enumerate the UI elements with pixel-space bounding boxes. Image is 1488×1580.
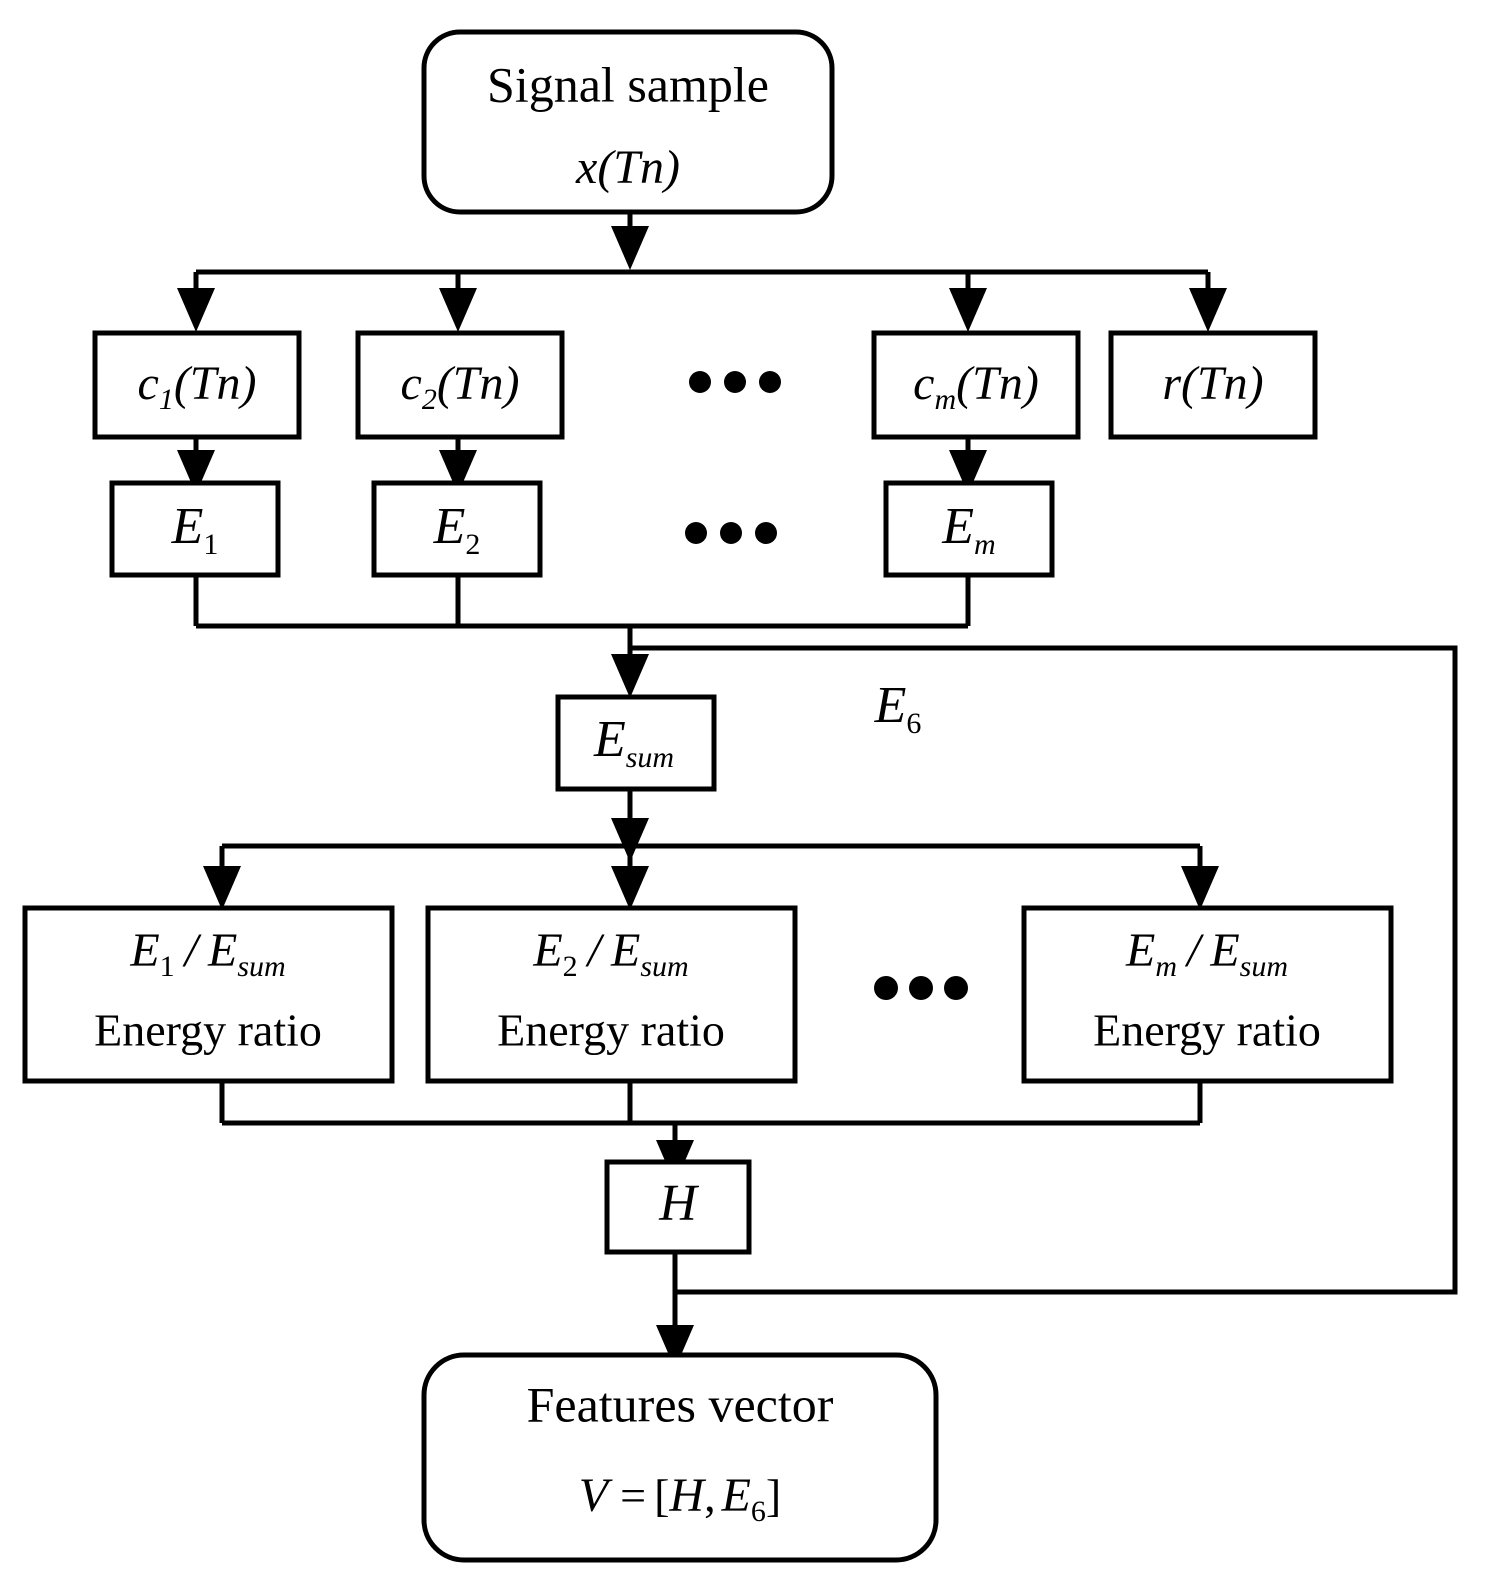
connector-e6-path — [630, 645, 1458, 1295]
ratio1-slash: / — [182, 924, 202, 977]
e6-sub: 6 — [906, 707, 921, 740]
ellipsis-row-ratio — [874, 976, 968, 1000]
node-ratio-2[interactable]: E2/Esum Energy ratio — [425, 905, 798, 1084]
cm-arg: (Tn) — [956, 357, 1039, 410]
svg-text:E2/Esum: E2/Esum — [532, 924, 688, 983]
e1-sub: 1 — [203, 528, 218, 561]
fv-e: E — [721, 1469, 751, 1522]
connector-esum-to-bus — [611, 789, 649, 862]
esum-sub: sum — [626, 741, 674, 774]
ratiom-label: Energy ratio — [1093, 1005, 1321, 1056]
fv-eq: = — [620, 1470, 646, 1521]
em-sub: m — [974, 528, 996, 561]
node-signal-sample[interactable]: Signal sample x(Tn) — [421, 29, 835, 215]
svg-text:Em: Em — [941, 498, 995, 561]
cm-sub: m — [934, 383, 956, 416]
features-vector-line1: Features vector — [527, 1376, 834, 1432]
svg-text:E2: E2 — [433, 498, 481, 561]
ratiom-slash: / — [1184, 924, 1204, 977]
node-features-vector[interactable]: Features vector V=[H,E6] — [421, 1352, 939, 1563]
connector-ratio-merge-bus — [219, 1081, 1203, 1184]
svg-text:c2(Tn): c2(Tn) — [401, 357, 520, 416]
c2-arg: (Tn) — [437, 357, 520, 410]
connector-bus-top — [177, 269, 1227, 332]
node-e1[interactable]: E1 — [109, 480, 281, 578]
ratiom-num-sub: m — [1155, 950, 1177, 983]
ratio2-num-base: E — [532, 924, 562, 977]
signal-sample-line1: Signal sample — [487, 56, 769, 112]
ratio1-label: Energy ratio — [94, 1005, 322, 1056]
ratiom-den-base: E — [1209, 924, 1239, 977]
fv-bracket-close: ] — [766, 1470, 781, 1521]
e6-base: E — [874, 677, 907, 734]
node-h[interactable]: H — [604, 1159, 752, 1255]
fv-e-sub: 6 — [751, 1495, 766, 1528]
fv-comma: , — [704, 1470, 716, 1521]
connector-e-merge-bus — [193, 575, 971, 698]
esum-base: E — [593, 711, 626, 768]
node-esum[interactable]: Esum — [555, 694, 717, 792]
svg-text:c1(Tn): c1(Tn) — [138, 357, 257, 416]
node-ratio-1[interactable]: E1/Esum Energy ratio — [22, 905, 395, 1084]
signal-sample-var: x — [575, 141, 597, 194]
svg-text:x(Tn): x(Tn) — [575, 141, 680, 194]
svg-text:E1: E1 — [171, 498, 219, 561]
fv-v: V — [579, 1469, 613, 1522]
c2-base: c — [401, 357, 422, 410]
ratiom-num-base: E — [1125, 924, 1155, 977]
e1-base: E — [171, 498, 204, 555]
svg-text:r(Tn): r(Tn) — [1162, 357, 1263, 410]
h-base: H — [658, 1175, 699, 1232]
e2-base: E — [433, 498, 466, 555]
ellipsis-row-e — [685, 522, 777, 544]
node-c1[interactable]: c1(Tn) — [92, 330, 302, 440]
signal-sample-n: n — [640, 141, 664, 194]
connector-signal-to-bus — [611, 212, 649, 270]
ratiom-den-sub: sum — [1240, 950, 1288, 983]
svg-text:E6: E6 — [874, 677, 922, 740]
svg-text:Em/Esum: Em/Esum — [1125, 924, 1288, 983]
svg-text:cm(Tn): cm(Tn) — [913, 357, 1039, 416]
ratio1-den-base: E — [207, 924, 237, 977]
ellipsis-row-c — [689, 371, 781, 393]
node-r[interactable]: r(Tn) — [1108, 330, 1318, 440]
cm-base: c — [913, 357, 934, 410]
fv-h: H — [668, 1469, 706, 1522]
signal-sample-T: T — [613, 141, 643, 194]
ratio2-slash: / — [585, 924, 605, 977]
connector-c1-to-e1 — [177, 437, 215, 494]
e2-sub: 2 — [465, 528, 480, 561]
r-base: r — [1162, 357, 1181, 410]
c1-base: c — [138, 357, 159, 410]
fv-bracket-open: [ — [654, 1470, 669, 1521]
node-cm[interactable]: cm(Tn) — [871, 330, 1081, 440]
node-e2[interactable]: E2 — [371, 480, 543, 578]
node-ratio-m[interactable]: Em/Esum Energy ratio — [1021, 905, 1394, 1084]
signal-sample-paren-close: ) — [661, 141, 680, 194]
ratio2-label: Energy ratio — [497, 1005, 725, 1056]
svg-text:Esum: Esum — [593, 711, 674, 774]
ratio1-den-sub: sum — [237, 950, 285, 983]
node-em[interactable]: Em — [883, 480, 1055, 578]
r-arg: (Tn) — [1181, 357, 1264, 410]
svg-text:E1/Esum: E1/Esum — [129, 924, 285, 983]
ratio2-num-sub: 2 — [563, 950, 578, 983]
connector-h-to-features — [656, 1252, 694, 1369]
label-e6: E6 — [874, 677, 922, 740]
node-c2[interactable]: c2(Tn) — [355, 330, 565, 440]
c1-sub: 1 — [159, 383, 174, 416]
connector-c2-to-e2 — [439, 437, 477, 494]
em-base: E — [941, 498, 974, 555]
ratio1-num-base: E — [129, 924, 159, 977]
ratio2-den-base: E — [610, 924, 640, 977]
ratio2-den-sub: sum — [640, 950, 688, 983]
connector-cm-to-em — [949, 437, 987, 494]
connector-bus-ratio — [203, 843, 1219, 910]
c1-arg: (Tn) — [174, 357, 257, 410]
svg-text:V=[H,E6]: V=[H,E6] — [579, 1469, 781, 1528]
c2-sub: 2 — [422, 383, 437, 416]
ratio1-num-sub: 1 — [160, 950, 175, 983]
signal-sample-paren-open: ( — [597, 141, 616, 194]
